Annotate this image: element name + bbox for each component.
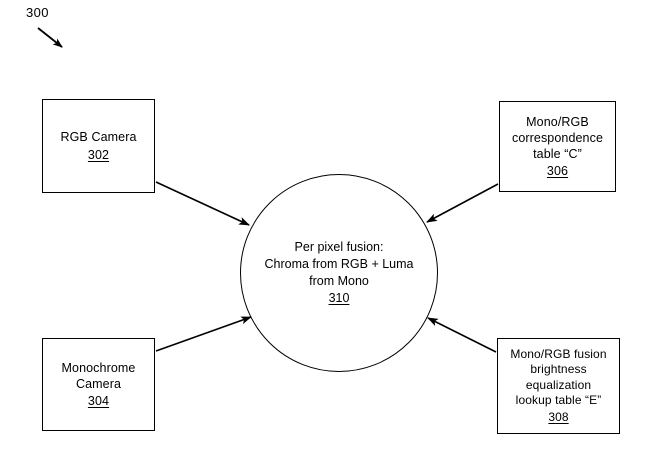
- node-per-pixel-fusion-line-1: Per pixel fusion:: [294, 240, 384, 254]
- node-correspondence-table-line-2: correspondence: [511, 130, 604, 145]
- node-per-pixel-fusion-line-3: from Mono: [309, 273, 369, 288]
- node-brightness-table-line-3: equalization: [525, 377, 592, 392]
- node-per-pixel-fusion[interactable]: Per pixel fusion: Chroma from RGB + Luma…: [240, 174, 438, 372]
- node-brightness-table[interactable]: Mono/RGB fusion brightness equalization …: [497, 338, 620, 434]
- node-monochrome-camera-line-1: Monochrome: [61, 360, 136, 375]
- node-rgb-camera-ref: 302: [87, 147, 110, 162]
- node-per-pixel-fusion-ref: 310: [328, 291, 350, 306]
- edge-rgb-camera-to-fusion: [155, 181, 250, 226]
- node-rgb-camera[interactable]: RGB Camera 302: [42, 99, 155, 193]
- node-brightness-table-line-2: brightness: [530, 362, 587, 377]
- node-monochrome-camera[interactable]: Monochrome Camera 304: [42, 338, 155, 431]
- node-brightness-table-line-1: Mono/RGB fusion: [510, 346, 607, 361]
- figure-label-arrow: [37, 27, 63, 48]
- node-brightness-table-ref: 308: [548, 409, 569, 424]
- node-brightness-table-line-4: lookup table “E”: [515, 393, 602, 408]
- node-monochrome-camera-ref: 304: [87, 394, 110, 409]
- figure-number-label: 300: [26, 5, 49, 20]
- node-correspondence-table-line-1: Mono/RGB: [526, 114, 589, 129]
- node-rgb-camera-line-1: RGB Camera: [60, 130, 137, 145]
- node-correspondence-table-ref: 306: [546, 164, 569, 179]
- edge-correspondence-table-to-fusion: [426, 183, 499, 223]
- edge-brightness-table-to-fusion: [427, 317, 497, 353]
- node-per-pixel-fusion-line-2: Chroma from RGB + Luma: [264, 256, 414, 271]
- node-monochrome-camera-line-2: Camera: [75, 376, 122, 391]
- node-correspondence-table-line-3: table “C”: [533, 147, 582, 161]
- node-correspondence-table[interactable]: Mono/RGB correspondence table “C” 306: [499, 101, 616, 192]
- edge-monochrome-camera-to-fusion: [155, 316, 252, 352]
